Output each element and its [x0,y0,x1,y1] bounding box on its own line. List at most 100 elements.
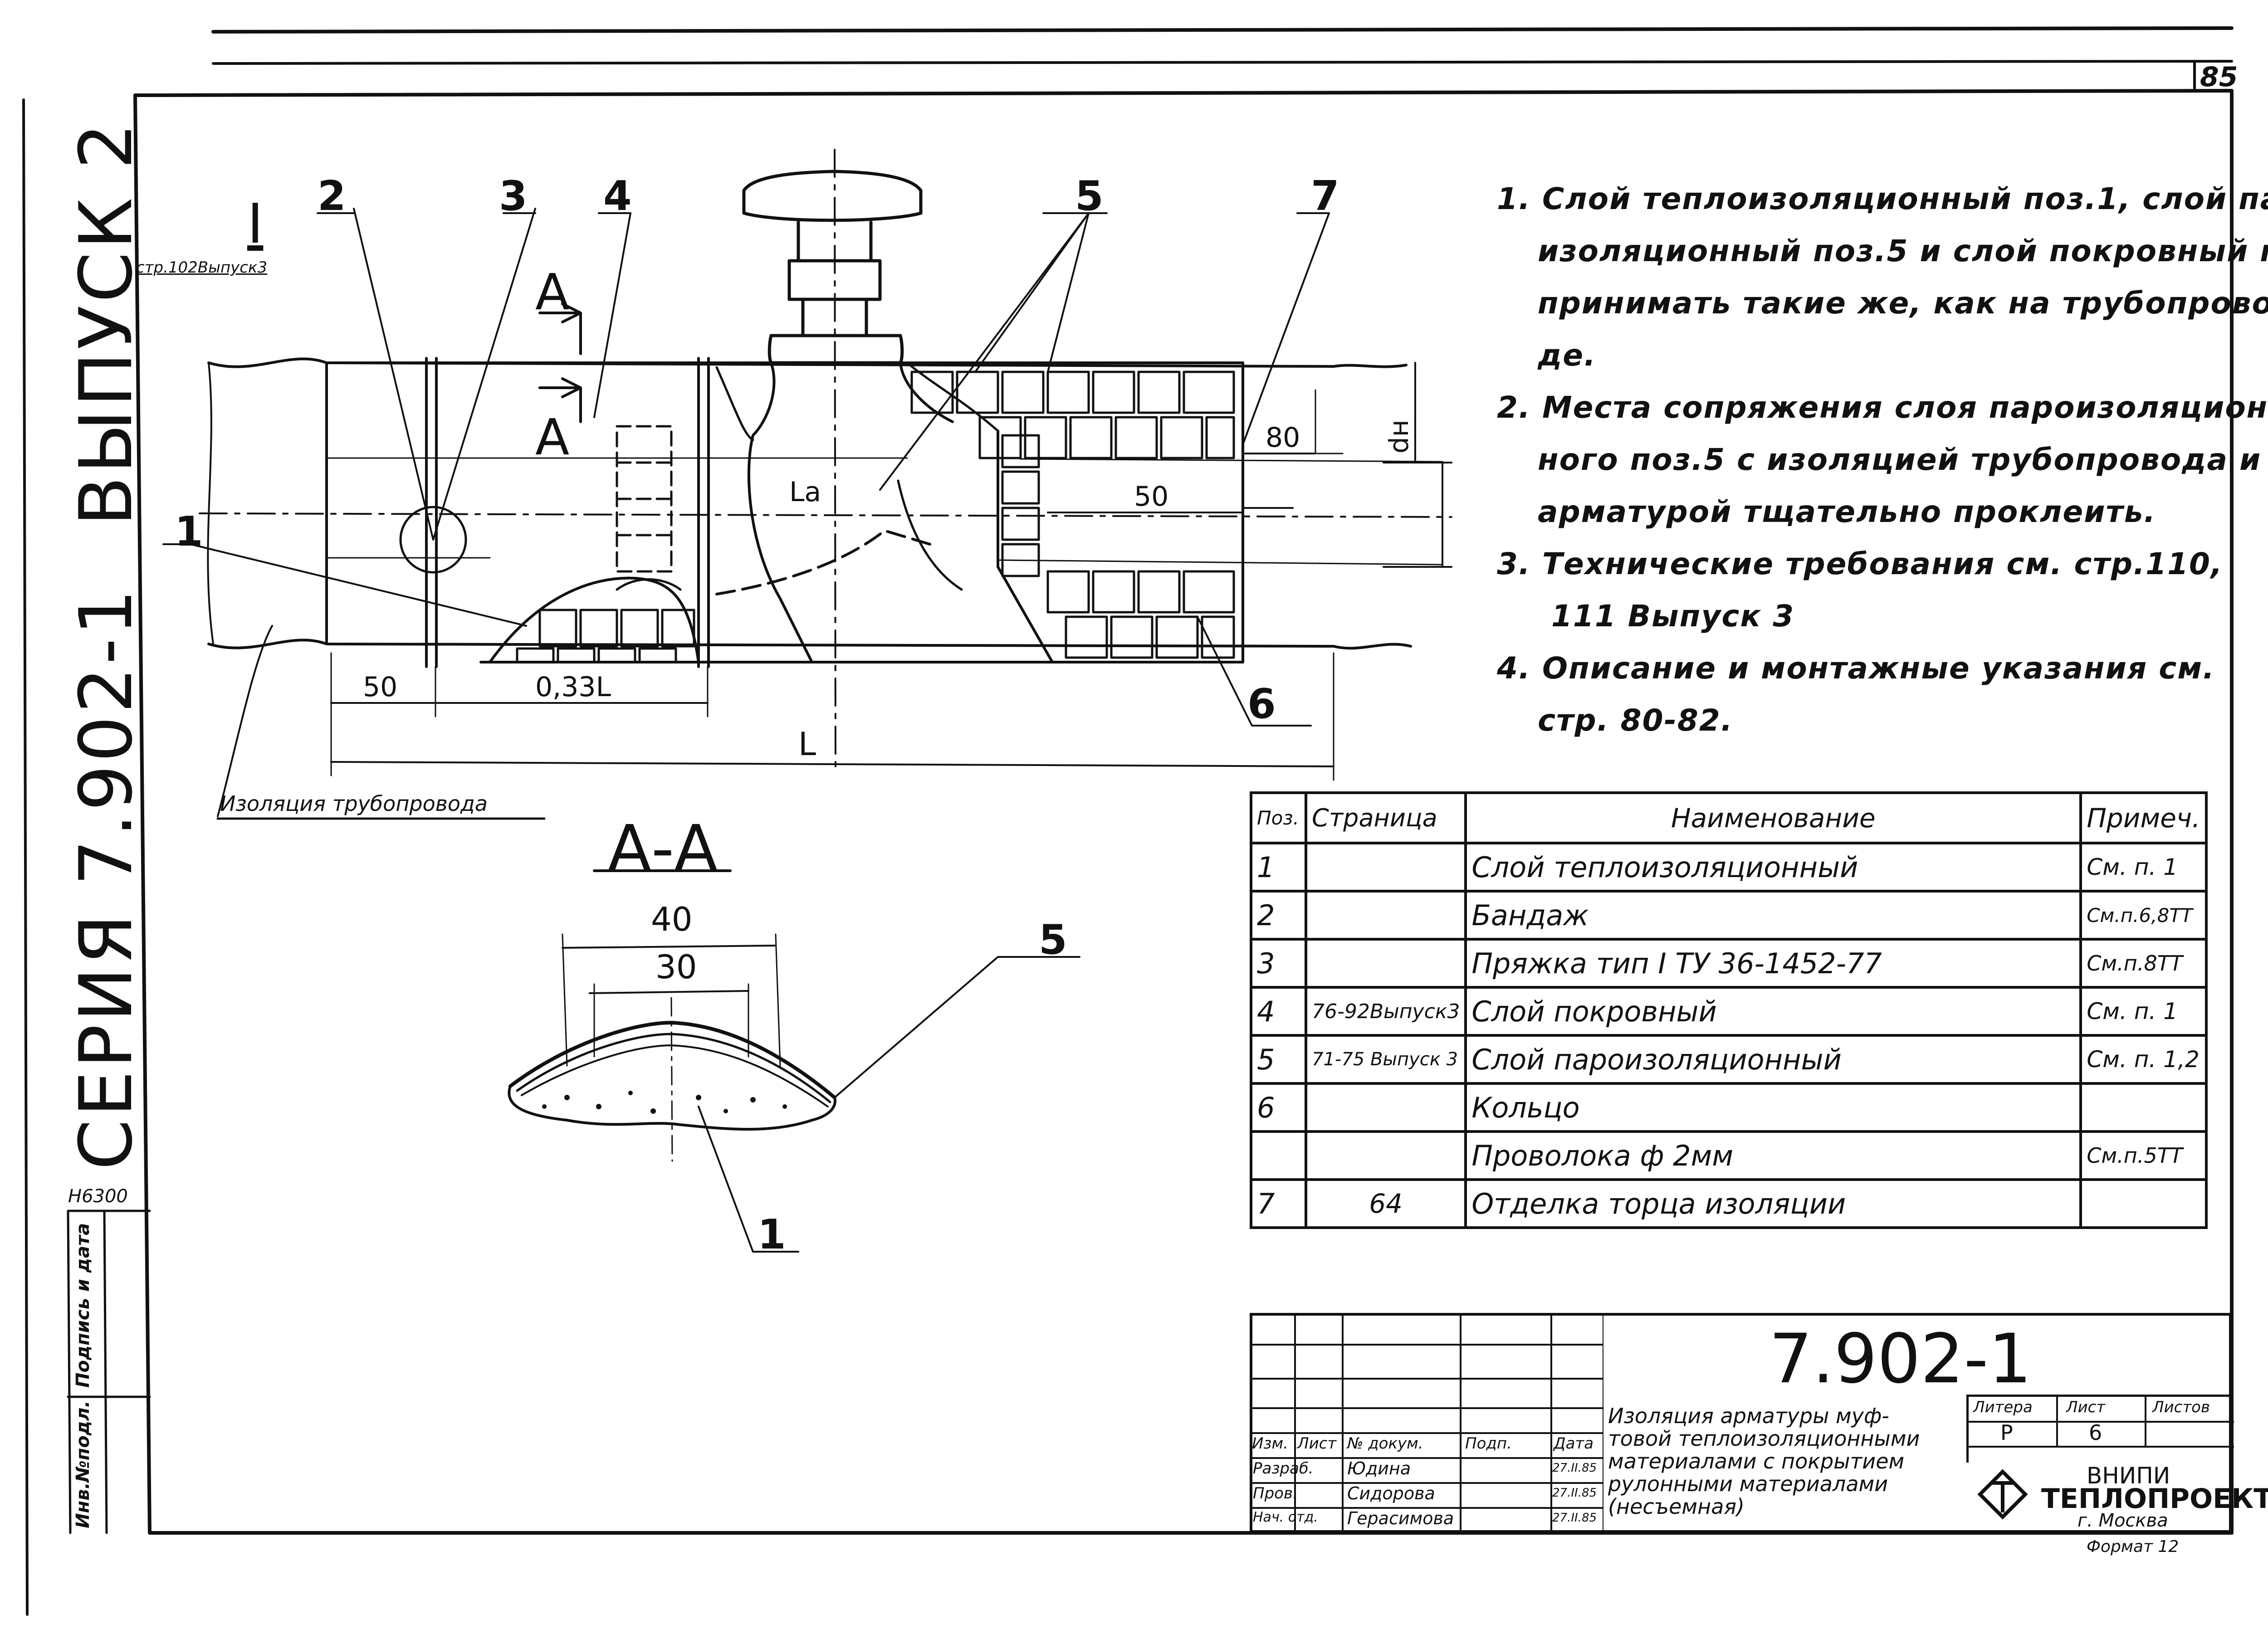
leader-label-7: 7 [1311,172,1339,220]
section-dim-30: 30 [655,948,697,986]
tb-role: Пров. [1253,1484,1298,1502]
spec-cell-page: 64 [1304,1178,1467,1229]
table-row: 7 64 Отделка торца изоляции [1250,1178,2208,1229]
pipeline-insulation-label: Изоляция трубопровода [220,791,488,816]
section-dim-40: 40 [651,900,693,938]
spec-header-pos: Поз. [1250,791,1307,844]
leader-label-2: 2 [318,172,346,220]
spec-cell-note: См. п. 1 [2079,842,2208,893]
section-mark-top: А [535,263,570,321]
note-line-5: 2. Места сопряжения слоя пароизоляцион- [1497,390,2268,425]
spec-cell-note: См.п.6,8ТТ [2079,890,2208,941]
org-city: г. Москва [2077,1510,2168,1531]
note-line-4: де. [1538,338,1597,373]
spec-cell-page: 71-75 Выпуск 3 [1304,1034,1467,1085]
note-line-6: ного поз.5 с изоляцией трубопровода и [1538,442,2262,477]
paper-format: Формат 12 [2087,1537,2179,1556]
table-row: 3 Пряжка тип I ТУ 36-1452-77 См.п.8ТТ [1250,938,2208,989]
spec-cell-name: Пряжка тип I ТУ 36-1452-77 [1464,938,2082,989]
spec-cell-name: Бандаж [1464,890,2082,941]
spec-cell-pos [1250,1130,1307,1181]
spec-cell-page [1304,890,1467,941]
table-row: 4 76-92Выпуск3 Слой покровный См. п. 1 [1250,986,2208,1037]
dim-50b: 50 [1134,481,1169,512]
spec-cell-page: 76-92Выпуск3 [1304,986,1467,1037]
note-line-11: стр. 80-82. [1538,703,1733,738]
tb-name: Герасимова [1347,1508,1454,1528]
spec-cell-name: Кольцо [1464,1082,2082,1133]
spec-header-name: Наименование [1464,791,2082,844]
note-line-1: 1. Слой теплоизоляционный поз.1, слой па… [1497,181,2268,216]
section-label-5: 5 [1039,916,1067,964]
note-line-7: арматурой тщательно проклеить. [1538,494,2156,529]
tb-title-line: товой теплоизоляционными [1608,1426,1920,1451]
tb-name: Сидорова [1347,1483,1435,1503]
series-vertical: СЕРИЯ 7.902-1 [64,586,148,1170]
tb-name: Юдина [1347,1458,1411,1478]
spec-cell-page [1304,842,1467,893]
detail-mark: I [247,193,264,256]
dim-80: 80 [1266,422,1300,454]
dim-50: 50 [363,671,398,703]
spec-header-row: Поз. Страница Наименование Примеч. [1250,791,2208,844]
tb-col-date: Дата [1554,1434,1594,1453]
title-block-frame [1250,1313,2232,1533]
spec-cell-pos: 3 [1250,938,1307,989]
spec-cell-pos: 5 [1250,1034,1307,1085]
tb-col-list: Лист [1297,1434,1337,1453]
leader-label-5: 5 [1075,172,1104,220]
spec-cell-pos: 1 [1250,842,1307,893]
spec-header-note: Примеч. [2079,791,2208,844]
title-block-left-grid [1250,1313,1604,1533]
org-logo-icon [1977,1469,2028,1520]
dim-dn: dн [1383,419,1414,454]
tb-role: Разраб. [1253,1459,1314,1478]
specification-table: Поз. Страница Наименование Примеч. 1 Сло… [1250,791,2208,1229]
tb-col-doc: № докум. [1347,1434,1423,1453]
tb-title-line: (несъемная) [1608,1494,1745,1519]
tb-stage-value: 6 [2089,1420,2102,1445]
tb-stage-grid [1969,1397,2234,1448]
margin-label-inv: Инв.№подл. [73,1400,93,1528]
spec-cell-note: См.п.8ТТ [2079,938,2208,989]
dim-La: La [789,476,821,508]
spec-cell-name: Проволока ф 2мм [1464,1130,2082,1181]
tb-stage-header: Листов [2152,1398,2210,1416]
spec-cell-pos: 7 [1250,1178,1307,1229]
spec-cell-note [2079,1178,2208,1229]
table-row: 2 Бандаж См.п.6,8ТТ [1250,890,2208,941]
spec-cell-name: Слой пароизоляционный [1464,1034,2082,1085]
tb-stage-header: Лист [2066,1398,2106,1416]
spec-cell-note: См.п.5ТТ [2079,1130,2208,1181]
tb-col-izm: Изм. [1252,1434,1288,1453]
spec-cell-pos: 4 [1250,986,1307,1037]
dim-L: L [798,726,816,763]
org-name-2: ТЕПЛОПРОЕКТ [2041,1483,2268,1515]
doc-code: 7.902-1 [1769,1320,2032,1399]
page-number: 85 [2200,61,2238,93]
spec-cell-name: Слой теплоизоляционный [1464,842,2082,893]
spec-cell-name: Отделка торца изоляции [1464,1178,2082,1229]
tb-date: 27.II.85 [1552,1461,1597,1475]
note-line-2: изоляционный поз.5 и слой покровный поз.… [1538,234,2268,268]
section-mark-bottom: А [535,408,570,466]
table-row: 5 71-75 Выпуск 3 Слой пароизоляционный С… [1250,1034,2208,1085]
spec-cell-note: См. п. 1 [2079,986,2208,1037]
issue-vertical: ВЫПУСК 2 [64,120,148,526]
tb-stage-value: Р [2000,1420,2013,1445]
spec-cell-page [1304,938,1467,989]
tb-title-line: материалами с покрытием [1608,1449,1905,1473]
table-row: 6 Кольцо [1250,1082,2208,1133]
table-row: Проволока ф 2мм См.п.5ТТ [1250,1130,2208,1181]
section-label-1: 1 [758,1211,786,1258]
spec-cell-page [1304,1130,1467,1181]
margin-label-sign: Подпись и дата [73,1223,93,1388]
spec-cell-pos: 2 [1250,890,1307,941]
tb-role: Нач. отд. [1253,1509,1318,1525]
section-title: А-А [608,812,718,886]
leader-label-6: 6 [1247,680,1276,728]
tb-date: 27.II.85 [1552,1511,1597,1525]
note-line-10: 4. Описание и монтажные указания см. [1497,651,2215,686]
tb-title-line: рулонными материалами [1608,1472,1888,1496]
